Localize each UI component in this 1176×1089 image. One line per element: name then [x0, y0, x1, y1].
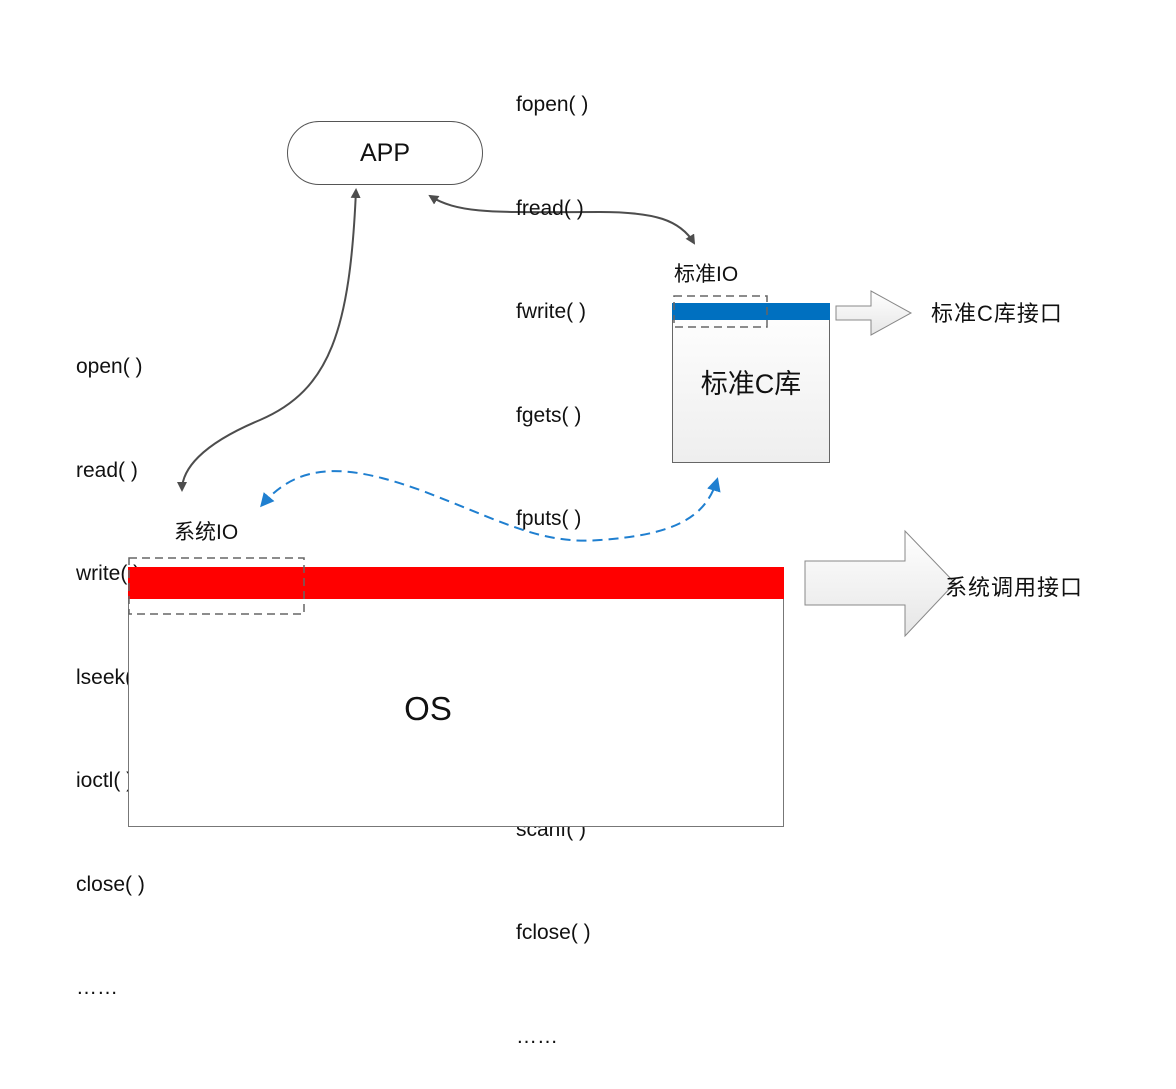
- sysio-function: read( ): [76, 458, 138, 482]
- app-label: APP: [359, 138, 411, 167]
- syscall-interface-arrow-icon: [804, 529, 956, 638]
- stdio-function: ……: [516, 1024, 558, 1048]
- std-c-lib-box: [672, 303, 830, 463]
- os-box: [128, 567, 784, 827]
- sysio-stdc-dashed-connector: [260, 470, 721, 542]
- sysio-function: close( ): [76, 872, 145, 896]
- syscall-interface-label: 系统调用接口: [945, 575, 1084, 600]
- sysio-function: open( ): [76, 355, 143, 378]
- std-c-lib-label: 标准C库: [700, 369, 802, 399]
- std-c-lib-interface-band: [672, 303, 830, 320]
- app-stdio-connector: [428, 194, 696, 245]
- highlight-layer: [128, 295, 768, 615]
- syscall-interface-band: [128, 567, 784, 599]
- app-sysio-connector: [177, 188, 361, 492]
- stdio-function: fclose( ): [516, 921, 591, 944]
- stdio-function: fread( ): [516, 196, 584, 220]
- os-label: OS: [404, 690, 452, 727]
- connector-layer: [177, 188, 956, 638]
- stdio-function: fputs( ): [516, 507, 582, 530]
- std-c-lib-interface-label: 标准C库接口: [931, 301, 1063, 326]
- app-node: APP: [287, 121, 483, 185]
- sysio-highlight-box: [128, 557, 305, 615]
- stdio-function: fwrite( ): [516, 300, 586, 323]
- sysio-label: 系统IO: [174, 521, 239, 544]
- stdio-highlight-box: [673, 295, 768, 328]
- stdio-function: fopen( ): [516, 93, 589, 116]
- stdio-label: 标准IO: [674, 263, 739, 286]
- sysio-function: ……: [76, 976, 118, 999]
- stdc-interface-arrow-icon: [835, 290, 913, 336]
- stdio-function: fgets( ): [516, 403, 582, 427]
